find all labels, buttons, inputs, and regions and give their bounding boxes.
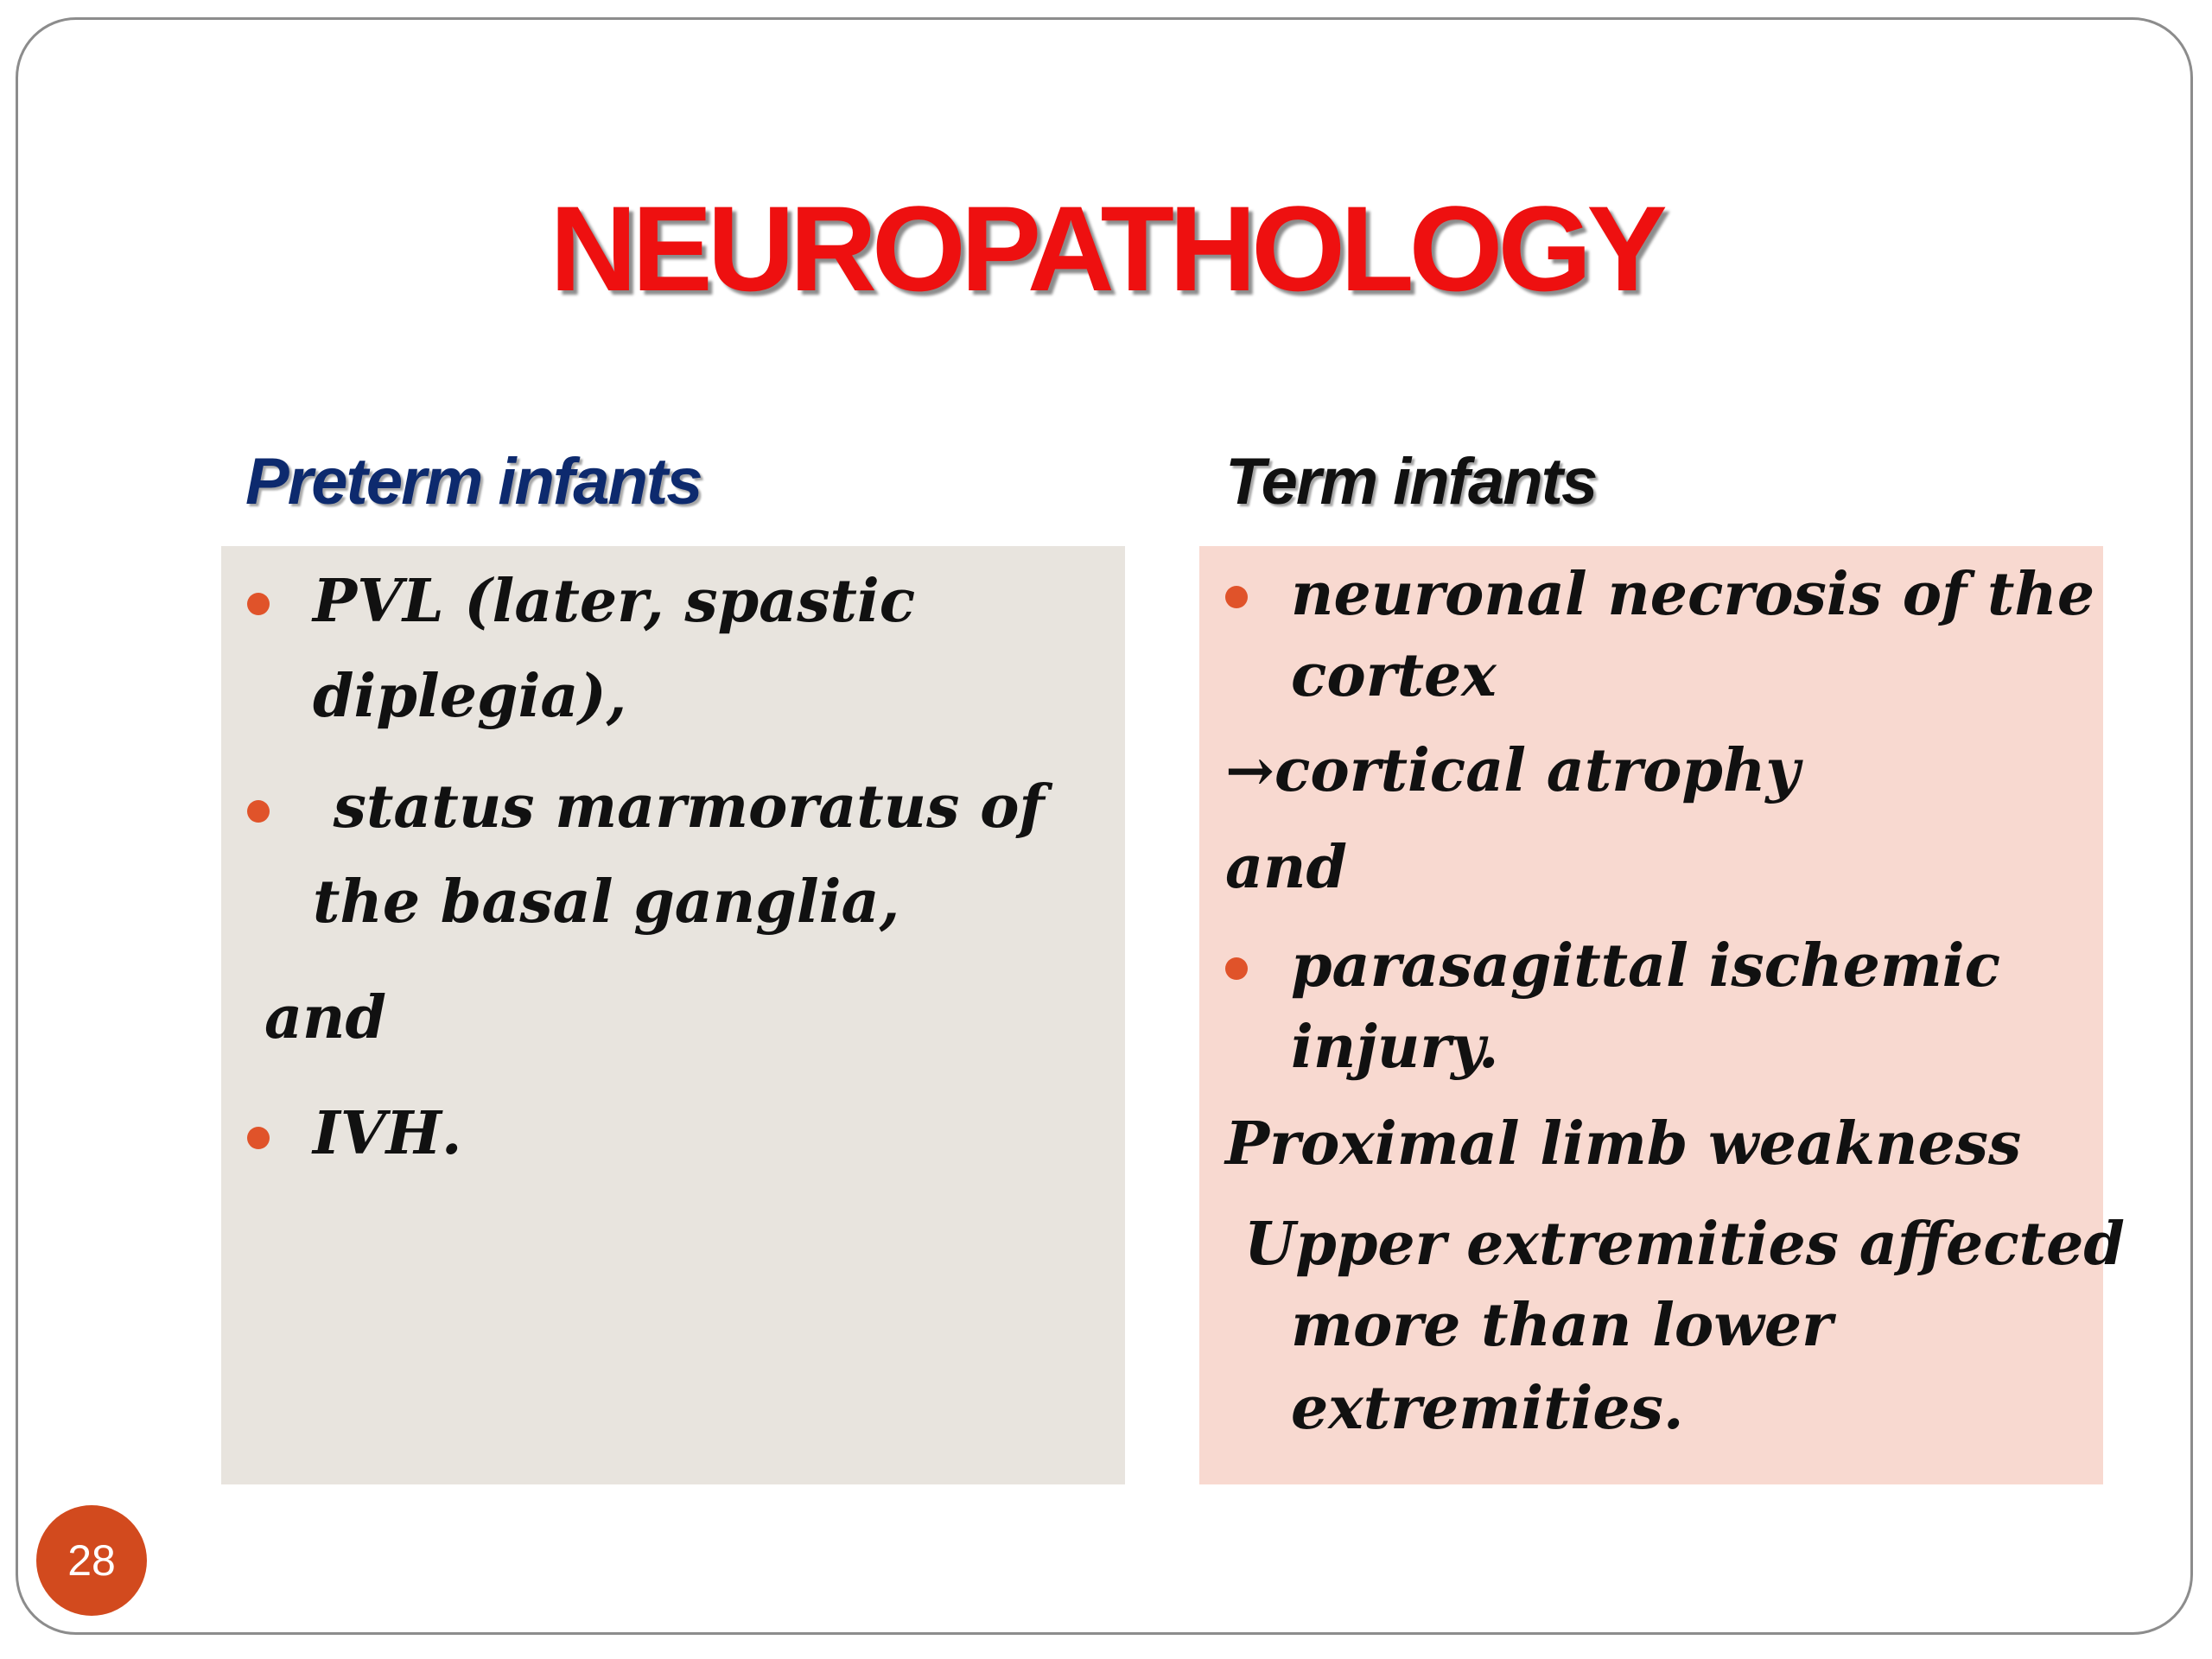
term-line-2: cortex (1291, 641, 1497, 710)
preterm-panel: PVL (later, spastic diplegia), status ma… (221, 546, 1125, 1484)
term-line-8: Upper extremities affected (1244, 1210, 2125, 1279)
bullet-icon (247, 593, 270, 615)
term-heading: Term infants (1225, 445, 1598, 518)
preterm-line-2: diplegia), (313, 662, 627, 731)
page-number-badge: 28 (36, 1505, 147, 1616)
preterm-line-6: IVH. (313, 1099, 462, 1168)
bullet-icon (1225, 957, 1248, 980)
preterm-heading: Preterm infants (245, 445, 702, 518)
term-line-10: extremities. (1291, 1374, 1684, 1443)
bullet-icon (247, 800, 270, 823)
term-panel: neuronal necrosis of the cortex →cortica… (1199, 546, 2125, 1484)
preterm-line-4: the basal ganglia, (313, 868, 900, 937)
term-line-3: →cortical atrophy (1225, 736, 1800, 805)
term-line-5: parasagittal ischemic (1291, 931, 2001, 1001)
term-line-1: neuronal necrosis of the (1291, 560, 2095, 629)
bullet-icon (247, 1127, 270, 1149)
bullet-icon (1225, 586, 1248, 608)
term-line-9: more than lower (1291, 1291, 1833, 1360)
slide-title: NEUROPATHOLOGY (550, 181, 1668, 316)
term-line-7: Proximal limb weakness (1225, 1109, 2022, 1179)
preterm-line-5: and (264, 983, 387, 1052)
preterm-line-1: PVL (later, spastic (313, 567, 916, 636)
term-line-6: injury. (1291, 1013, 1499, 1082)
term-line-4: and (1225, 833, 1348, 902)
preterm-line-3: status marmoratus of (313, 772, 1045, 842)
